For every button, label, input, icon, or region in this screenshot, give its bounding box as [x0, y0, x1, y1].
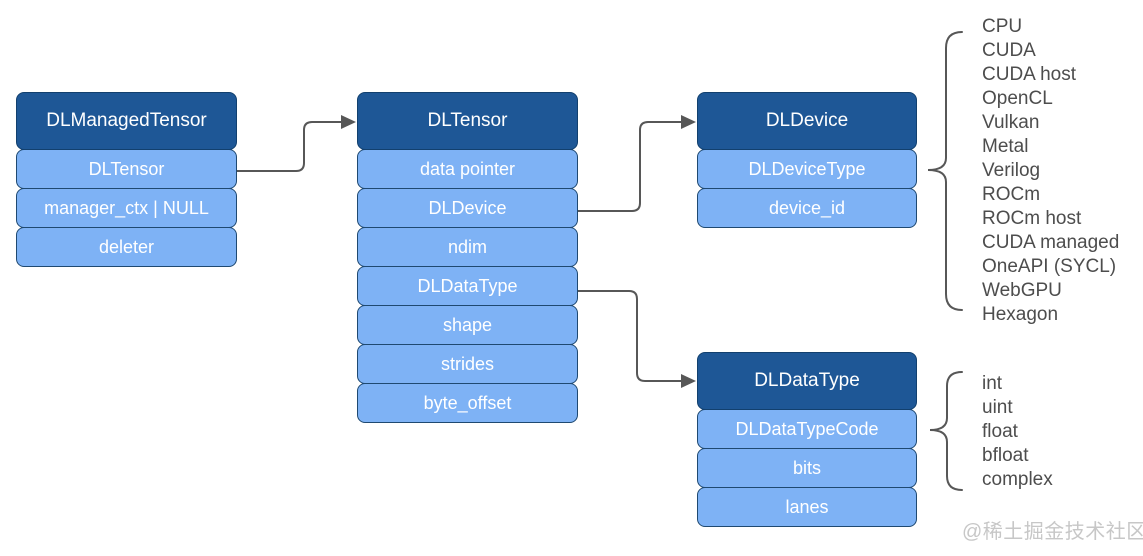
field-byte-offset: byte_offset	[357, 383, 578, 423]
device-type-item: CPU	[982, 16, 1023, 37]
class-box-dldatatype: DLDataType DLDataTypeCode bits lanes	[697, 352, 917, 527]
box-title-dldevice: DLDevice	[697, 92, 917, 150]
curly-brace-data-type-codes	[929, 371, 963, 491]
device-type-list: CPU CUDA CUDA host OpenCL Vulkan Metal V…	[982, 15, 1119, 327]
device-type-item: OpenCL	[982, 88, 1053, 109]
curly-brace-device-types	[927, 31, 963, 311]
box-title-dltensor: DLTensor	[357, 92, 578, 150]
arrow-dlmanagedtensor-to-dltensor	[237, 115, 356, 172]
field-dldatatypecode: DLDataTypeCode	[697, 409, 917, 449]
data-type-code-item: bfloat	[982, 445, 1029, 466]
arrowhead-icon	[341, 115, 356, 129]
field-shape: shape	[357, 305, 578, 345]
field-device-id: device_id	[697, 188, 917, 228]
device-type-item: WebGPU	[982, 280, 1062, 301]
class-box-dldevice: DLDevice DLDeviceType device_id	[697, 92, 917, 228]
box-title-dlmanagedtensor: DLManagedTensor	[16, 92, 237, 150]
field-dldatatype: DLDataType	[357, 266, 578, 306]
arrow-dltensor-to-dldatatype	[577, 290, 696, 388]
arrow-dltensor-to-dldevice	[577, 115, 696, 212]
arrowhead-icon	[681, 115, 696, 129]
data-type-code-item: uint	[982, 397, 1013, 418]
field-lanes: lanes	[697, 487, 917, 527]
box-title-dldatatype: DLDataType	[697, 352, 917, 410]
device-type-item: ROCm	[982, 184, 1041, 205]
field-strides: strides	[357, 344, 578, 384]
arrowhead-icon	[681, 374, 696, 388]
field-dldevice: DLDevice	[357, 188, 578, 228]
field-manager-ctx: manager_ctx | NULL	[16, 188, 237, 228]
field-deleter: deleter	[16, 227, 237, 267]
data-type-code-item: complex	[982, 469, 1053, 490]
data-type-code-item: float	[982, 421, 1018, 442]
field-ndim: ndim	[357, 227, 578, 267]
device-type-item: CUDA host	[982, 64, 1076, 85]
device-type-item: Metal	[982, 136, 1029, 157]
class-box-dltensor: DLTensor data pointer DLDevice ndim DLDa…	[357, 92, 578, 423]
field-data-pointer: data pointer	[357, 149, 578, 189]
field-dltensor: DLTensor	[16, 149, 237, 189]
device-type-item: Vulkan	[982, 112, 1040, 133]
device-type-item: OneAPI (SYCL)	[982, 256, 1117, 277]
device-type-item: CUDA	[982, 40, 1036, 61]
device-type-item: CUDA managed	[982, 232, 1120, 253]
data-type-code-item: int	[982, 373, 1003, 394]
device-type-item: ROCm host	[982, 208, 1082, 229]
data-type-code-list: int uint float bfloat complex	[982, 372, 1053, 492]
device-type-item: Verilog	[982, 160, 1041, 181]
watermark-text: @稀土掘金技术社区	[962, 521, 1143, 543]
field-bits: bits	[697, 448, 917, 488]
field-dldevicetype: DLDeviceType	[697, 149, 917, 189]
device-type-item: Hexagon	[982, 304, 1059, 325]
class-box-dlmanagedtensor: DLManagedTensor DLTensor manager_ctx | N…	[16, 92, 237, 267]
